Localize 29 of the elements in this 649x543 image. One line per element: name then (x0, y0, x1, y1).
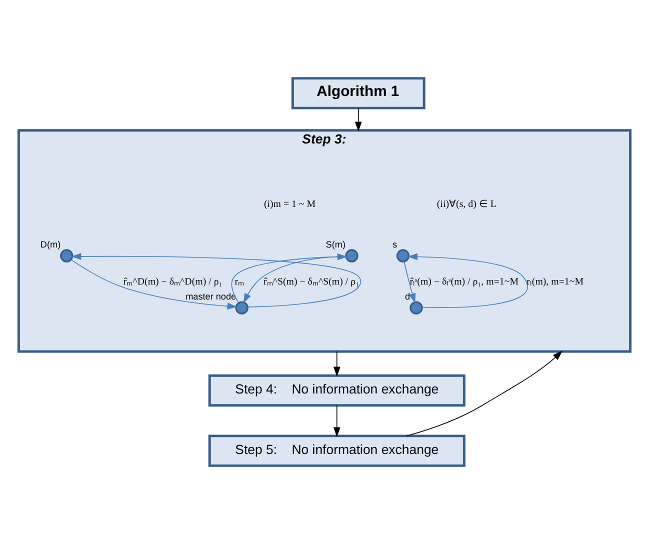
node-label: s (392, 238, 398, 249)
label: (i)m = 1 ~ M (264, 198, 316, 210)
arrow (404, 260, 416, 303)
node-circle (345, 248, 358, 262)
arrow (408, 252, 528, 308)
arrow (71, 252, 362, 307)
label: (ii)∀(s, d) ∈ L (436, 198, 496, 210)
arrow (354, 107, 362, 132)
arrow (333, 404, 340, 437)
node-box: Step 4: No information exchange (208, 374, 466, 406)
edge-label: rₘ (234, 276, 244, 287)
node-circle (410, 300, 423, 314)
edge-label: r̂ₗˢ(m) − δₗˢ(m) / ρ₁, m=1~M (410, 276, 519, 287)
edge-label: r̂ₘ^D(m) − δₘ^D(m) / ρ₁ (123, 276, 222, 287)
arrow (333, 350, 340, 376)
node-circle (396, 248, 410, 262)
node-label: S(m) (326, 238, 346, 249)
node-label: master node (186, 290, 236, 301)
node-circle (235, 300, 248, 314)
edge-label: r̂ₘ^S(m) − δₘ^S(m) / ρ₁ (264, 276, 360, 287)
arrow (70, 258, 238, 310)
arrow (231, 252, 348, 303)
node-circle (60, 248, 74, 262)
arrow (406, 350, 563, 436)
edge-label: rₗ(m), m=1~M (526, 276, 584, 287)
node-label: d (405, 290, 410, 301)
node-box: Algorithm 1 (291, 76, 426, 109)
node-label: D(m) (40, 238, 61, 249)
node-box: Step 5: No information exchange (208, 434, 466, 466)
